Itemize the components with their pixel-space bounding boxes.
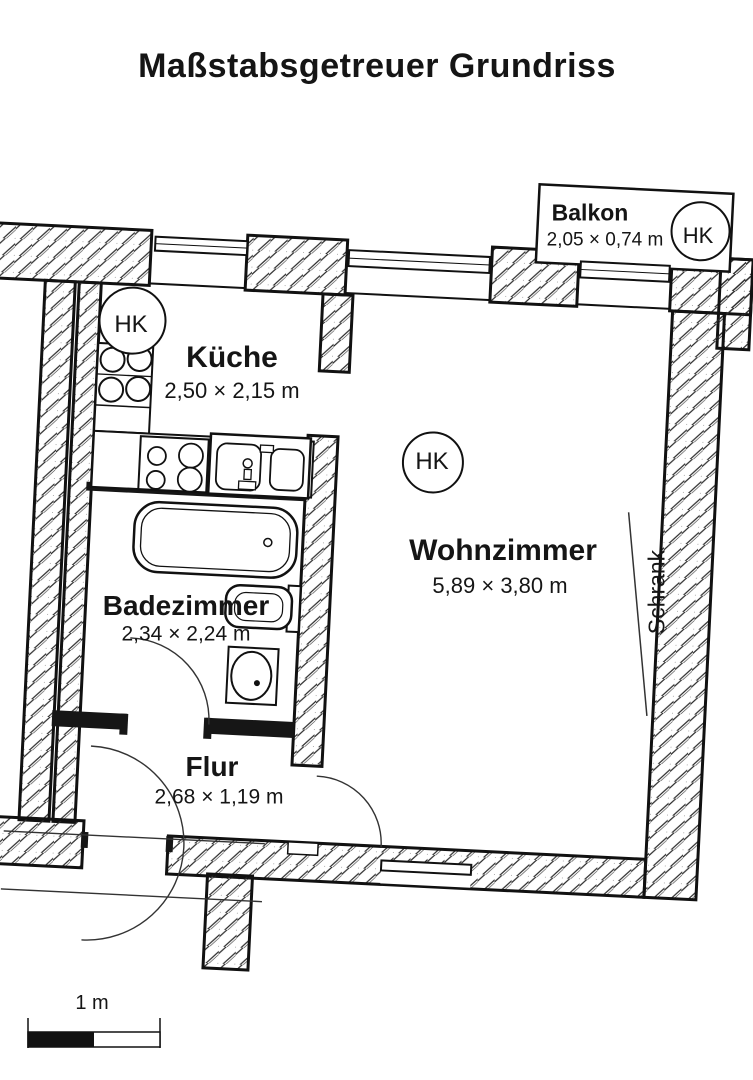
bathtub-icon — [132, 500, 299, 579]
wall-bottom-left — [0, 813, 86, 870]
toilet-icon — [224, 583, 302, 634]
living-door-sill — [286, 841, 319, 857]
washbasin-icon — [224, 645, 280, 707]
partition-bath-flur-left — [51, 710, 128, 730]
heater-circles — [98, 201, 731, 494]
bathroom-fixtures — [132, 500, 302, 707]
room-dims-kueche: 2,50 × 2,15 m — [164, 378, 300, 403]
kitchen-sink-icon — [206, 432, 313, 500]
wall-stub-below — [201, 872, 255, 972]
windows — [148, 235, 671, 310]
wall-kitchen-living-stub — [317, 292, 355, 374]
scale-label: 1 m — [75, 992, 109, 1014]
door-arcs — [0, 637, 382, 941]
kitchen-counter — [90, 341, 315, 500]
room-label-kueche: Küche — [186, 341, 278, 374]
wall-right — [642, 309, 727, 902]
heater-circle-living — [401, 431, 464, 494]
cooktop-burners-icon — [145, 442, 204, 493]
room-dims-wohnzimmer: 5,89 × 3,80 m — [432, 573, 568, 598]
wall-top-left — [0, 220, 154, 287]
wall-corner-top-right — [715, 256, 753, 352]
partition-bath-flur-right — [205, 717, 295, 738]
living-door-arc — [316, 775, 382, 848]
bath-door-jamb-right — [203, 717, 213, 739]
wall-top-pier-1 — [243, 233, 350, 297]
scale-bar-filled-half — [28, 1032, 94, 1047]
room-dims-balkon: 2,05 × 0,74 m — [546, 229, 664, 251]
heater-label-balcony: HK — [682, 223, 714, 248]
entrance-door-line-bottom — [0, 888, 263, 903]
heater-circle-kitchen — [98, 286, 167, 355]
room-label-balkon: Balkon — [551, 199, 629, 226]
room-dims-badezimmer: 2,34 × 2,24 m — [121, 622, 251, 646]
entrance-jamb-left — [80, 831, 89, 849]
schrank-line — [627, 512, 648, 717]
room-label-flur: Flur — [185, 751, 239, 782]
room-label-badezimmer: Badezimmer — [102, 590, 270, 621]
scale-bar — [27, 1018, 161, 1048]
room-label-wohnzimmer: Wohnzimmer — [409, 534, 597, 567]
bath-door-arc — [130, 637, 210, 725]
entrance-jamb-right — [165, 835, 174, 853]
bottom-window-frame — [379, 859, 473, 876]
schrank-label: Schrank — [643, 549, 670, 635]
heater-label-living: HK — [415, 448, 449, 475]
page-title: Maßstabsgetreuer Grundriss — [138, 47, 616, 85]
stove-icon — [98, 346, 153, 403]
heater-label-kitchen: HK — [114, 311, 148, 338]
entrance-door-line-top — [3, 830, 265, 845]
heater-circle-balcony — [670, 201, 731, 262]
room-dims-flur: 2,68 × 1,19 m — [154, 785, 284, 809]
bath-door-jamb-left — [119, 713, 129, 735]
entrance-door-arc — [81, 745, 185, 941]
